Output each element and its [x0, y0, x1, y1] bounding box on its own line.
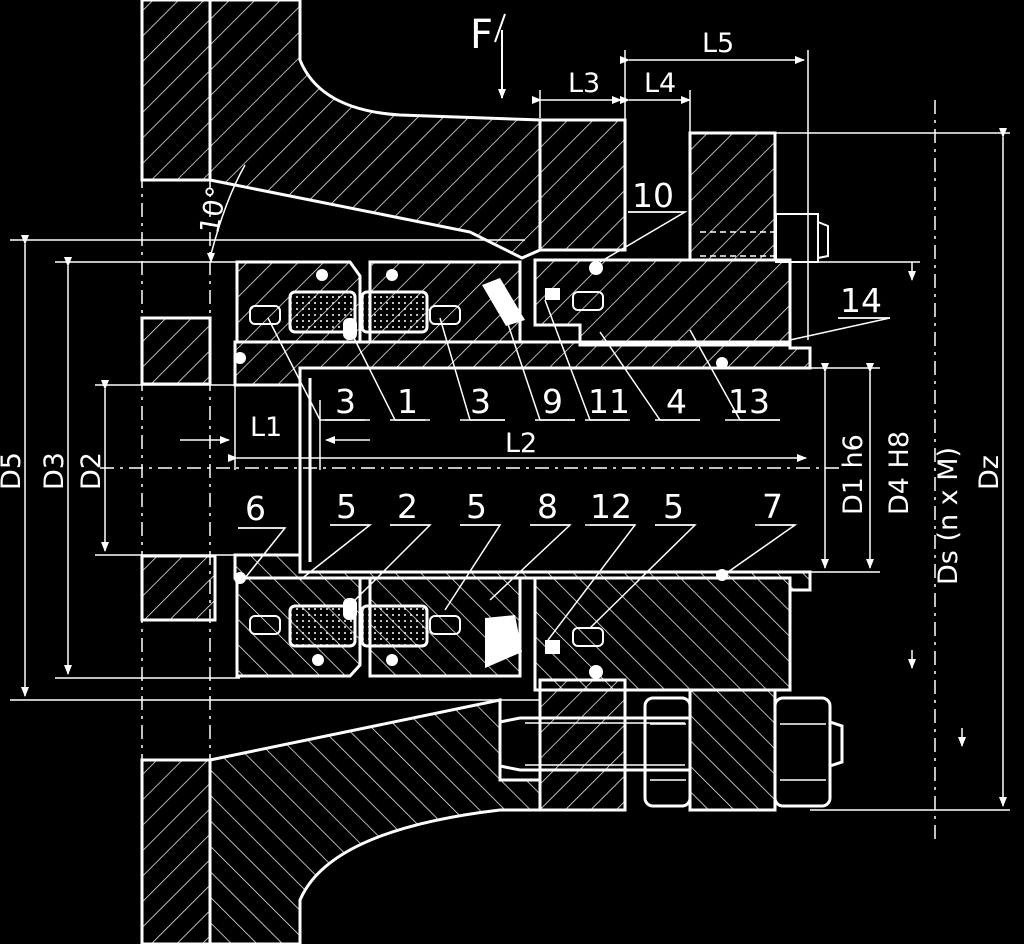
dimension-lines — [21, 30, 1007, 807]
extension-lines — [10, 50, 1010, 811]
dim-label-D3: D3 — [39, 452, 70, 490]
part-label-11: 11 — [588, 382, 630, 421]
packing-rings — [249, 290, 604, 648]
bolt-and-nuts — [498, 213, 844, 808]
dim-label-L3: L3 — [568, 68, 600, 99]
dim-label-Dz: Dz — [974, 455, 1005, 490]
dim-label-L2: L2 — [505, 428, 537, 459]
part-label-13: 13 — [728, 382, 770, 421]
part-label-4: 4 — [666, 382, 687, 421]
part-label-12: 12 — [590, 487, 632, 526]
dim-label-D5: D5 — [0, 452, 27, 490]
dim-label-L1: L1 — [250, 412, 282, 443]
dim-label-D1: D1 h6 — [838, 434, 869, 515]
part-label-8: 8 — [537, 487, 558, 526]
dim-label-Ds: Ds (n x M) — [933, 447, 964, 585]
part-label-9: 9 — [542, 382, 563, 421]
dimension-labels: L1 L2 L3 L4 L5 D5 D3 D2 D1 h6 D4 H8 Ds (… — [0, 28, 1005, 585]
angle-label: 10° — [194, 184, 233, 237]
dim-label-D4: D4 H8 — [884, 431, 915, 515]
pump-casing — [140, 0, 627, 944]
shaft — [298, 366, 810, 574]
o-rings — [234, 261, 728, 679]
centerlines — [100, 0, 936, 944]
part-labels-upper: 3 1 3 9 11 4 13 — [335, 382, 770, 421]
part-labels-lower: 6 5 2 5 8 12 5 7 — [245, 487, 783, 528]
part-label-5b: 5 — [466, 487, 487, 526]
part-label-5a: 5 — [336, 487, 357, 526]
part-label-6: 6 — [245, 489, 266, 528]
part-label-7: 7 — [762, 487, 783, 526]
shaft-sleeve — [233, 340, 812, 592]
dim-label-D2: D2 — [76, 452, 107, 490]
gland-flange — [533, 131, 792, 812]
part-label-2: 2 — [397, 487, 418, 526]
force-label: F — [470, 12, 493, 58]
part-label-10: 10 — [632, 176, 674, 215]
seal-faces — [482, 278, 560, 668]
part-label-14: 14 — [840, 281, 882, 320]
part-label-5c: 5 — [663, 487, 684, 526]
label-underlines — [238, 211, 890, 529]
part-label-1: 1 — [397, 382, 418, 421]
part-label-3b: 3 — [470, 382, 491, 421]
dim-label-L4: L4 — [644, 68, 676, 99]
part-label-3a: 3 — [335, 382, 356, 421]
dim-label-L5: L5 — [702, 28, 734, 59]
